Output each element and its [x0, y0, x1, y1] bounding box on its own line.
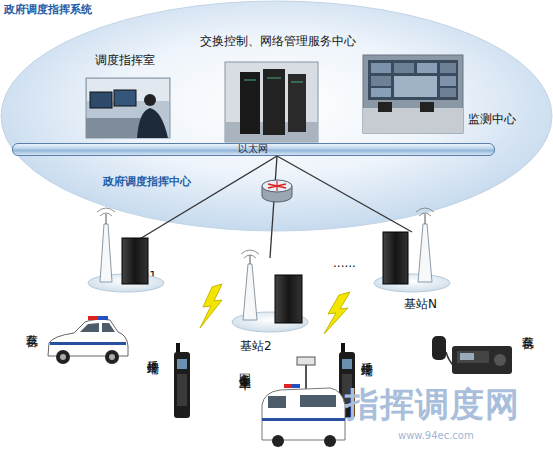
wireless-bolt	[200, 284, 350, 334]
system-ellipse: 政府调度指挥系统政府调度指挥中心 调度指挥室 交换控制、网络管理服务中心监测中心以太…	[0, 0, 553, 232]
node-label: 政府调度指挥系统	[4, 4, 92, 17]
node-label: 车载台	[520, 326, 534, 329]
node-label: 调度指挥室	[95, 54, 155, 68]
vehicle-radio	[432, 336, 512, 374]
ellipsis-label: ......	[333, 256, 356, 270]
node-label: 手持终端	[145, 350, 159, 354]
facility-box: 交换控制、网络管理服务中心	[198, 33, 360, 143]
handheld-terminal	[174, 343, 190, 418]
watermark: 指挥调度网	[345, 382, 520, 428]
terminal-device: 车载台	[430, 320, 535, 382]
base-station-icon	[232, 250, 308, 332]
node-label: 手持终端	[359, 352, 373, 356]
node-label: 以太网	[238, 143, 268, 155]
police-car	[48, 316, 128, 364]
terminal-device: 手持终端	[143, 342, 193, 422]
node-label: 车载台	[24, 324, 38, 327]
base-station: 基站2	[232, 258, 308, 354]
node-label: 图像采集车	[237, 364, 251, 369]
terminal-device: 图像采集车	[235, 362, 347, 447]
base-station-icon	[88, 208, 164, 292]
node-label: 基站1	[125, 270, 157, 284]
node-label: 基站2	[240, 340, 272, 354]
base-station: 基站1	[95, 240, 165, 290]
node-label: 交换控制、网络管理服务中心	[200, 35, 356, 49]
terminal-device: 车载台	[22, 318, 130, 374]
image-capture-van	[262, 357, 345, 447]
node-label: 基站N	[404, 298, 437, 312]
ethernet-bar: 以太网	[12, 143, 495, 156]
facility-box: 监测中心	[363, 55, 518, 135]
ellipse-shape	[1, 1, 552, 231]
node-label: 政府调度指挥中心	[103, 176, 191, 189]
node-label: 监测中心	[468, 113, 516, 127]
watermark-url: www.94ec.com	[398, 430, 474, 441]
facility-box: 调度指挥室	[86, 52, 170, 138]
base-station: 基站N	[380, 232, 452, 312]
